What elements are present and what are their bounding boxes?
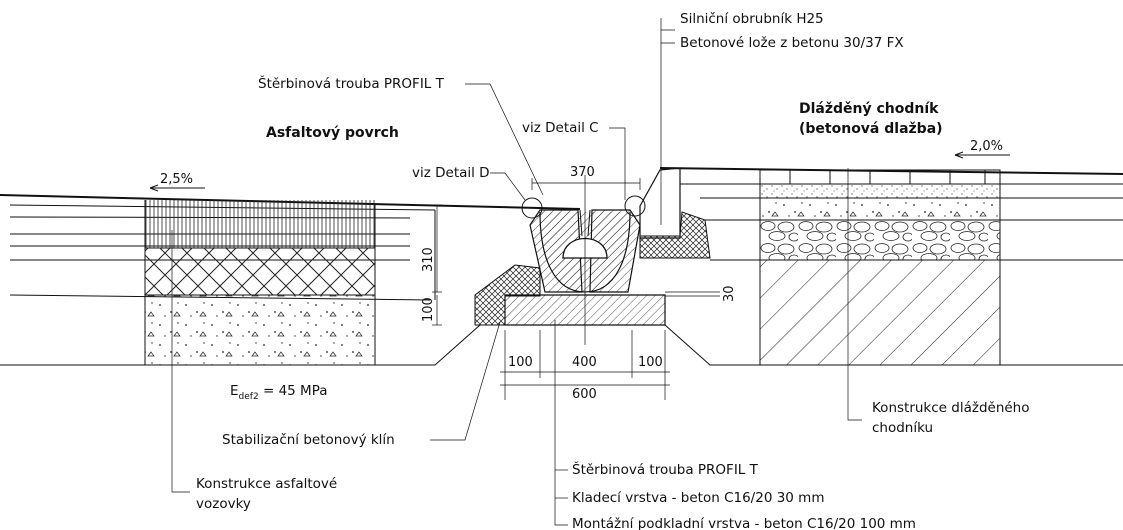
dim-total-width: 600 [572,387,597,402]
dim-top-width: 370 [570,165,595,180]
label-legend-bedding: Kladecí vrstva - beton C16/20 30 mm [572,490,824,506]
label-detail-d: viz Detail D [412,165,490,181]
label-slope-right: 2,0% [970,139,1003,154]
label-sidewalk-construction-1: Konstrukce dlážděného [872,400,1030,416]
sidewalk-construction [659,151,1123,366]
label-sidewalk-construction-2: chodníku [872,420,933,436]
dim-right-margin: 100 [638,355,663,370]
label-paved-sidewalk-1: Dlážděný chodník [799,101,939,117]
label-asphalt-construction-1: Konstrukce asfaltové [196,476,337,492]
slot-drain-pipe [474,175,666,345]
asphalt-road-construction [0,184,581,366]
dim-center-width: 400 [572,355,597,370]
label-asphalt-surface: Asfaltový povrch [266,125,399,141]
detail-c-marker [624,195,646,217]
detail-d-marker [521,197,543,219]
label-asphalt-construction-2: vozovky [196,496,251,512]
road-curb-and-bed [639,167,760,366]
dimension-lines [432,178,720,400]
dim-bedding-height: 30 [722,285,737,302]
dim-base-height: 100 [421,297,436,322]
label-stabilization-wedge: Stabilizační betonový klín [222,432,395,448]
label-paved-sidewalk-2: (betonová dlažba) [799,121,943,137]
leader-lines [171,18,862,526]
label-slope-left: 2,5% [160,172,193,187]
dim-pipe-height: 310 [421,247,436,272]
label-concrete-bed: Betonové lože z betonu 30/37 FX [680,35,904,51]
label-legend-mounting: Montážní podkladní vrstva - beton C16/20… [572,516,916,530]
label-detail-c: viz Detail C [522,120,599,136]
label-road-curb: Silniční obrubník H25 [680,11,824,27]
label-edef: Edef2 = 45 MPa [230,383,328,402]
label-legend-pipe: Štěrbinová trouba PROFIL T [572,460,759,478]
label-slot-pipe-top: Štěrbinová trouba PROFIL T [258,74,445,92]
dim-left-margin: 100 [508,355,533,370]
